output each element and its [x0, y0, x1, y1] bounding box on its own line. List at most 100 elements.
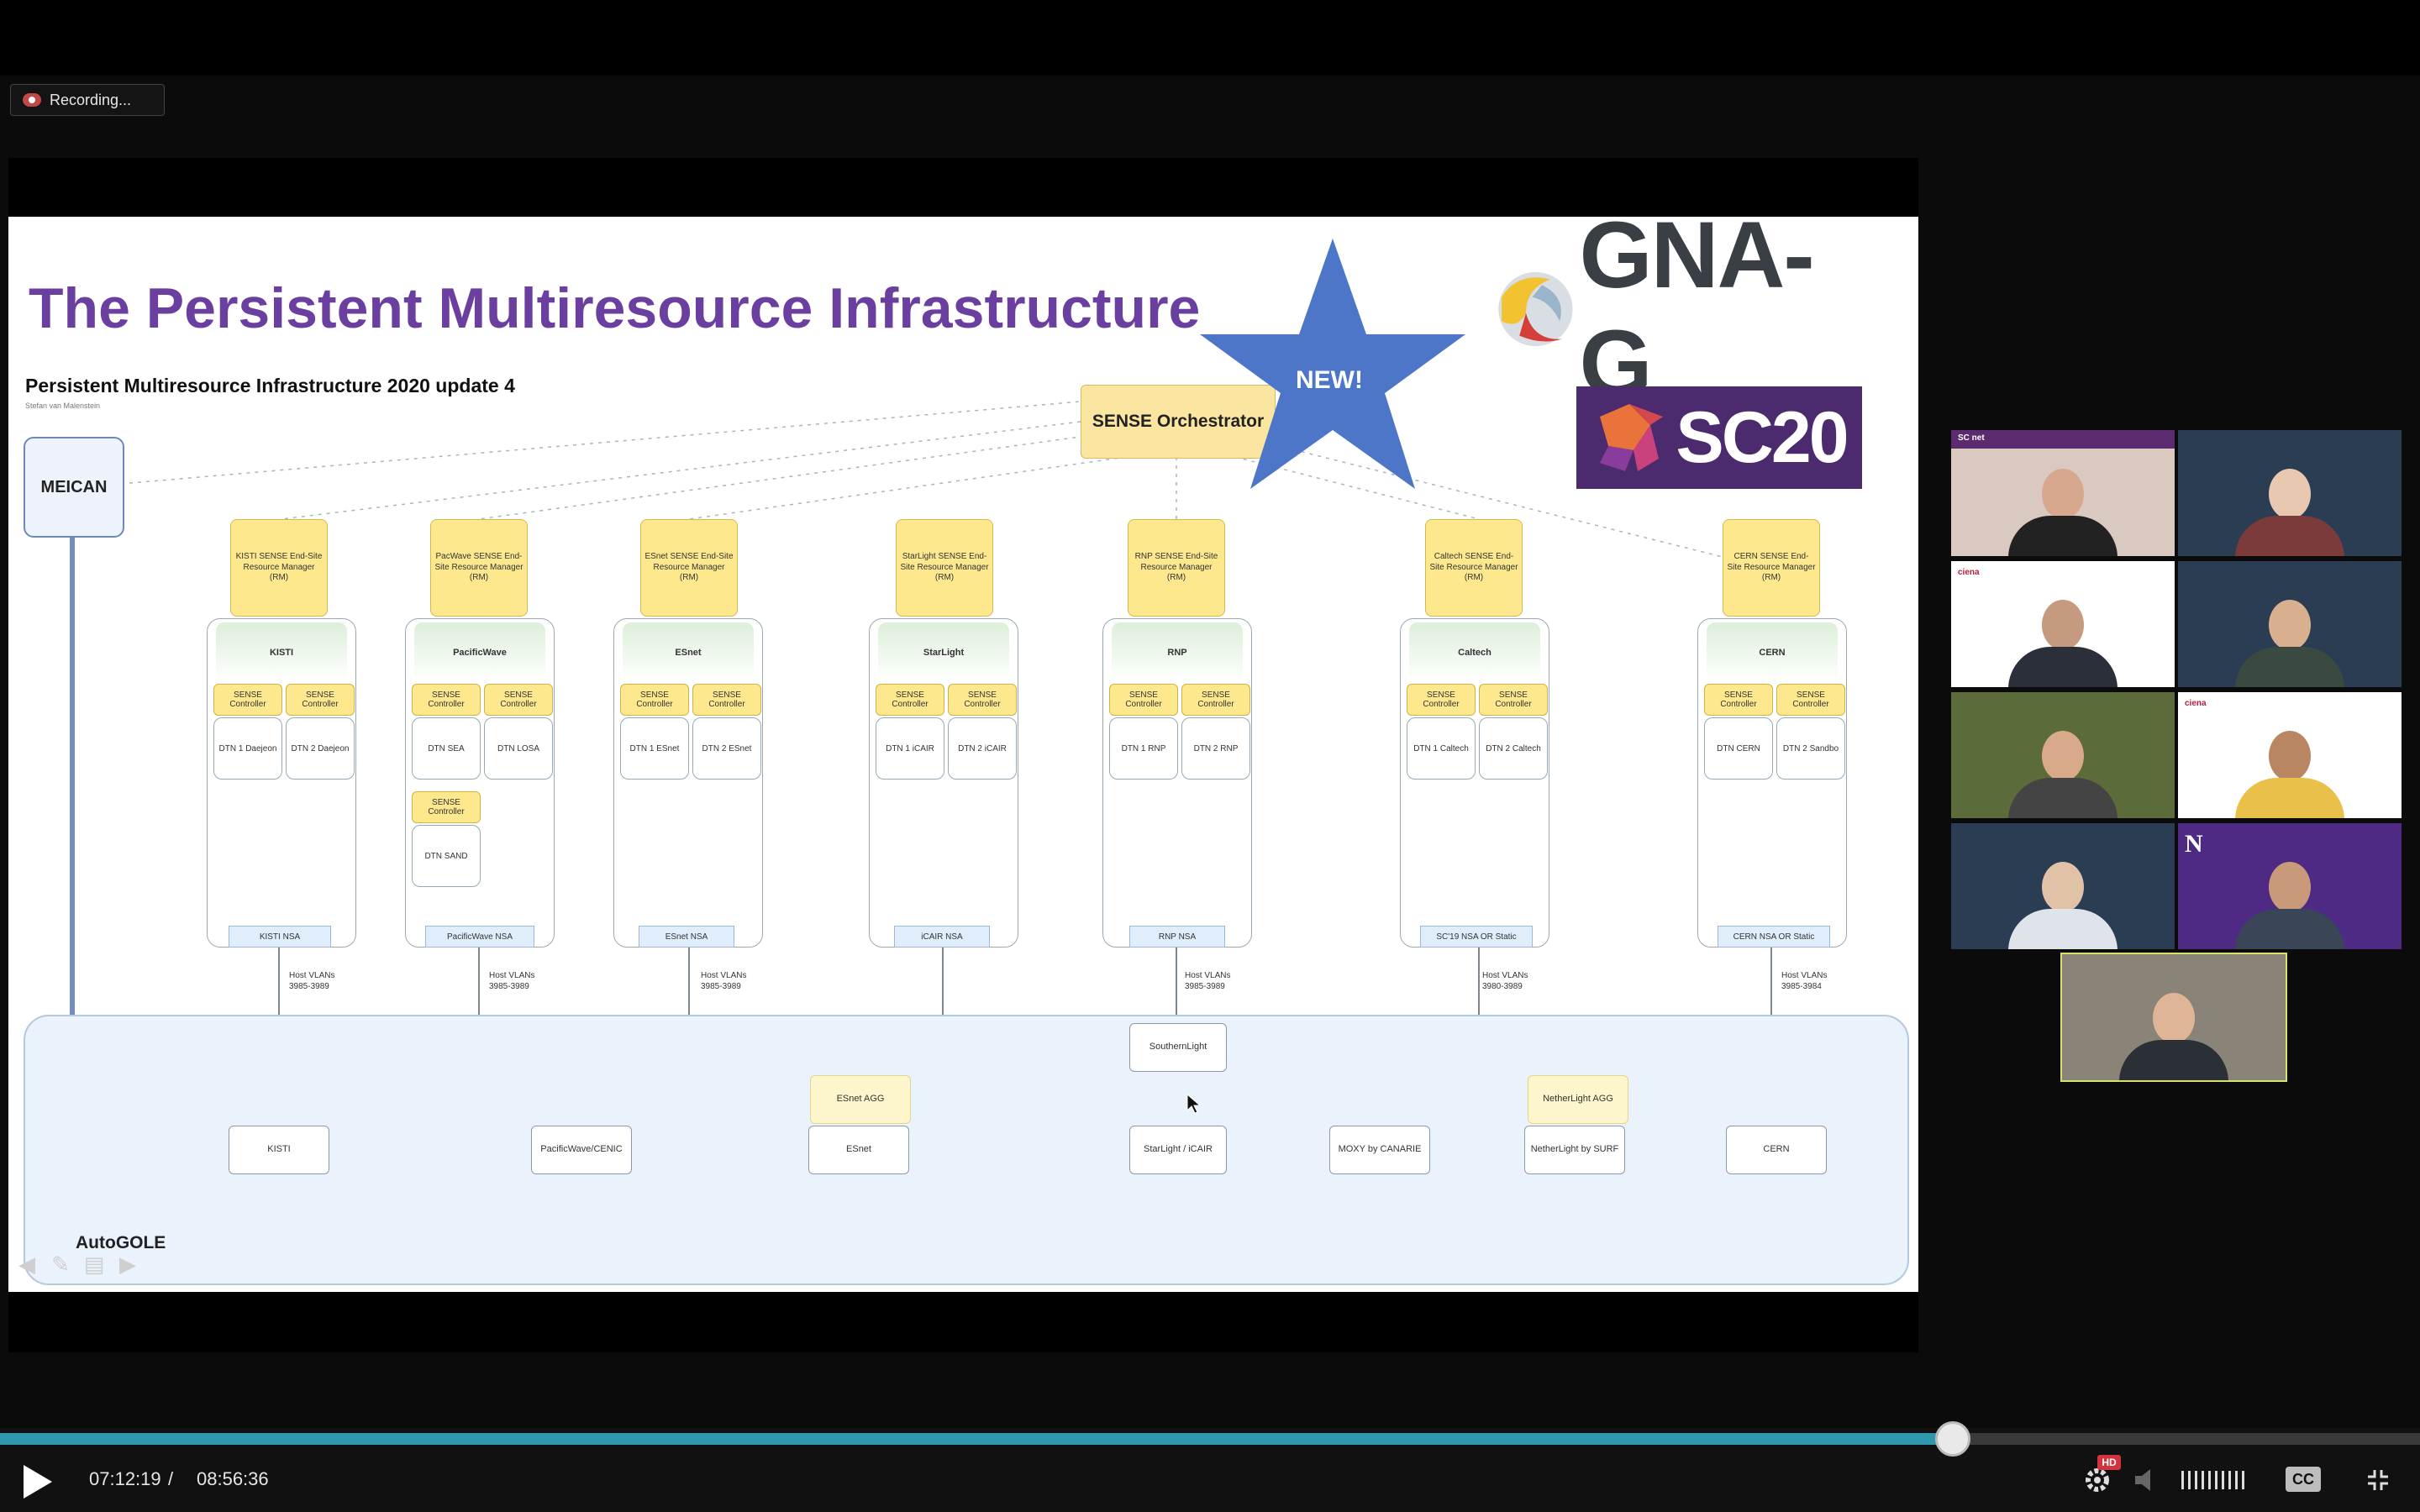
participant-tile[interactable] [2178, 561, 2402, 687]
gna-g-mark-icon [1498, 271, 1573, 347]
participant-avatar [2119, 979, 2228, 1080]
participant-tile[interactable]: SC net [1951, 430, 2175, 556]
dtn-box: DTN 1 Daejeon [213, 717, 282, 780]
vlan-label: Host VLANs 3985-3984 [1781, 971, 1828, 991]
pacificwave-site: PacificWave [405, 618, 555, 948]
moxy-node: MOXY by CANARIE [1329, 1126, 1430, 1174]
caltech-rm: Caltech SENSE End-Site Resource Manager … [1425, 519, 1523, 617]
participant-tile[interactable]: N [2178, 823, 2402, 949]
volume-slider[interactable] [2178, 1460, 2254, 1500]
cern-node: CERN [1726, 1126, 1827, 1174]
dtn-box: DTN 1 iCAIR [876, 717, 944, 780]
slide-menu-icon[interactable]: ▤ [83, 1251, 105, 1277]
participant-tile[interactable]: ciena [1951, 561, 2175, 687]
seek-bar[interactable] [0, 1421, 2420, 1457]
sense-controller: SENSE Controller [412, 791, 481, 823]
sense-controller: SENSE Controller [1109, 684, 1178, 716]
cloud-record-icon [23, 93, 41, 107]
sense-controller: SENSE Controller [286, 684, 355, 716]
pacificwave-nsa: PacificWave NSA [425, 926, 534, 948]
caltech-nsa: SC'19 NSA OR Static [1420, 926, 1533, 948]
dtn-box: DTN SEA [412, 717, 481, 780]
kisti-site: KISTI [207, 618, 356, 948]
starlight-rm: StarLight SENSE End-Site Resource Manage… [896, 519, 993, 617]
participant-tile[interactable]: ciena [2178, 692, 2402, 818]
sense-controller: SENSE Controller [948, 684, 1017, 716]
pen-icon[interactable]: ✎ [51, 1251, 70, 1277]
starlight-site: StarLight [869, 618, 1018, 948]
closed-captions-button[interactable]: CC [2286, 1467, 2321, 1492]
cern-site: CERN [1697, 618, 1847, 948]
volume-icon[interactable] [2128, 1460, 2168, 1500]
dtn-box: DTN 2 ESnet [692, 717, 761, 780]
hd-badge: HD [2097, 1455, 2121, 1470]
participant-avatar [2008, 455, 2118, 556]
seek-handle[interactable] [1935, 1421, 1971, 1457]
dtn-box: DTN 2 Daejeon [286, 717, 355, 780]
sense-controller: SENSE Controller [484, 684, 553, 716]
settings-gear-icon[interactable] [2077, 1460, 2118, 1500]
cern-nsa: CERN NSA OR Static [1718, 926, 1830, 948]
top-black-bar [0, 0, 2420, 76]
sc20-logo: SC20 [1576, 386, 1862, 489]
sense-controller: SENSE Controller [876, 684, 944, 716]
slide-title: The Persistent Multiresource Infrastruct… [29, 276, 1201, 340]
recording-indicator: Recording... [10, 84, 165, 116]
participant-avatar [2235, 586, 2344, 687]
sense-controller: SENSE Controller [1704, 684, 1773, 716]
site-name: ESnet [675, 648, 702, 658]
esnet-agg-node: ESnet AGG [810, 1075, 911, 1124]
esnet-rm: ESnet SENSE End-Site Resource Manager (R… [640, 519, 738, 617]
vlan-label: Host VLANs 3985-3989 [1185, 971, 1231, 991]
cern-rm: CERN SENSE End-Site Resource Manager (RM… [1723, 519, 1820, 617]
kisti-node: KISTI [229, 1126, 329, 1174]
mouse-cursor-icon [1186, 1094, 1202, 1114]
sense-controller: SENSE Controller [412, 684, 481, 716]
participant-tile[interactable] [1951, 823, 2175, 949]
participant-label: N [2185, 830, 2203, 858]
dtn-box: DTN 2 RNP [1181, 717, 1250, 780]
participant-avatar [2008, 586, 2118, 687]
active-speaker-tile[interactable] [2060, 953, 2287, 1082]
rnp-rm: RNP SENSE End-Site Resource Manager (RM) [1128, 519, 1225, 617]
participant-tile[interactable] [1951, 692, 2175, 818]
new-badge: NEW! [1296, 366, 1363, 394]
site-name: PacificWave [453, 648, 507, 658]
participant-avatar [2008, 717, 2118, 818]
sense-controller: SENSE Controller [692, 684, 761, 716]
kisti-rm: KISTI SENSE End-Site Resource Manager (R… [230, 519, 328, 617]
duration: 08:56:36 [197, 1468, 269, 1489]
time-separator: / [168, 1468, 174, 1489]
caltech-site: Caltech [1400, 618, 1549, 948]
netherlight-agg-node: NetherLight AGG [1528, 1075, 1628, 1124]
previous-slide-icon[interactable]: ◀ [18, 1251, 35, 1277]
dtn-box: DTN 2 iCAIR [948, 717, 1017, 780]
sense-controller: SENSE Controller [1479, 684, 1548, 716]
dtn-box: DTN SAND [412, 825, 481, 887]
play-icon[interactable] [20, 1463, 54, 1500]
esnet-nsa: ESnet NSA [639, 926, 734, 948]
dtn-box: DTN CERN [1704, 717, 1773, 780]
next-slide-icon[interactable]: ▶ [119, 1251, 136, 1277]
sense-controller: SENSE Controller [1776, 684, 1845, 716]
sense-controller: SENSE Controller [620, 684, 689, 716]
exit-fullscreen-icon[interactable] [2358, 1460, 2398, 1500]
participant-tile[interactable] [2178, 430, 2402, 556]
site-name: KISTI [269, 648, 294, 658]
rnp-nsa: RNP NSA [1129, 926, 1225, 948]
dtn-box: DTN LOSA [484, 717, 553, 780]
dtn-box: DTN 1 Caltech [1407, 717, 1476, 780]
participant-avatar [2235, 717, 2344, 818]
participant-avatar [2008, 848, 2118, 949]
site-name: CERN [1759, 648, 1786, 658]
rnp-site: RNP [1102, 618, 1252, 948]
site-name: Caltech [1458, 648, 1491, 658]
pacwave-rm: PacWave SENSE End-Site Resource Manager … [430, 519, 528, 617]
pacificwave-cenic-node: PacificWave/CENIC [531, 1126, 632, 1174]
netherlight-surf-node: NetherLight by SURF [1524, 1126, 1625, 1174]
sense-orchestrator-box: SENSE Orchestrator [1081, 385, 1276, 459]
esnet-site: ESnet [613, 618, 763, 948]
dtn-box: DTN 2 Caltech [1479, 717, 1548, 780]
participant-avatar [2235, 848, 2344, 949]
slide-author: Stefan van Malenstein [25, 402, 101, 410]
